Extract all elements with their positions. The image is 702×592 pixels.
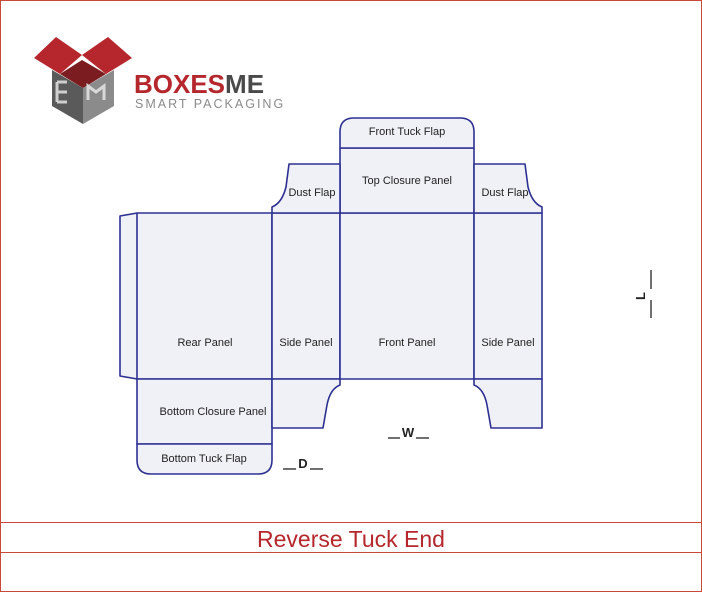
box-logo-icon <box>34 37 132 124</box>
bottom-closure-panel <box>136 378 273 445</box>
bottom-dust-flap-right <box>473 378 543 429</box>
footer-title: Reverse Tuck End <box>257 526 445 552</box>
brand-logo: BOXESME SMART PACKAGING <box>34 37 285 124</box>
bottom-tuck-flap <box>136 443 273 475</box>
svg-text:BOXESME: BOXESME <box>134 69 264 99</box>
side-panel-left <box>271 212 341 380</box>
dimension-depth: D <box>283 456 323 471</box>
dieline <box>119 117 543 475</box>
label-front-panel: Front Panel <box>379 337 436 349</box>
glue-flap <box>119 212 138 380</box>
dust-flap-left <box>271 163 341 214</box>
dimension-width: W <box>388 425 429 440</box>
label-front-tuck-flap: Front Tuck Flap <box>369 126 445 138</box>
label-bottom-tuck-flap: Bottom Tuck Flap <box>161 453 247 465</box>
dimension-depth-label: D <box>298 456 307 471</box>
dimension-length-label: L <box>633 292 648 300</box>
dimension-length: L <box>633 270 652 318</box>
front-panel <box>339 212 475 380</box>
label-side-panel-right: Side Panel <box>481 337 534 349</box>
panel-labels: Front Tuck Flap Top Closure Panel Dust F… <box>160 126 535 465</box>
bottom-dust-flap-left <box>271 378 341 429</box>
brand-tagline: SMART PACKAGING <box>135 97 285 111</box>
side-panel-right <box>473 212 543 380</box>
dimension-width-label: W <box>402 425 415 440</box>
label-dust-flap-left: Dust Flap <box>288 187 335 199</box>
label-side-panel-left: Side Panel <box>279 337 332 349</box>
label-top-closure-panel: Top Closure Panel <box>362 175 452 187</box>
brand-name-part2: ME <box>225 69 264 99</box>
label-rear-panel: Rear Panel <box>177 337 232 349</box>
brand-name-part1: BOXES <box>134 69 225 99</box>
front-tuck-flap <box>339 117 475 149</box>
label-dust-flap-right: Dust Flap <box>481 187 528 199</box>
rear-panel <box>136 212 273 380</box>
dust-flap-right <box>473 163 543 214</box>
label-bottom-closure-panel: Bottom Closure Panel <box>160 406 267 418</box>
